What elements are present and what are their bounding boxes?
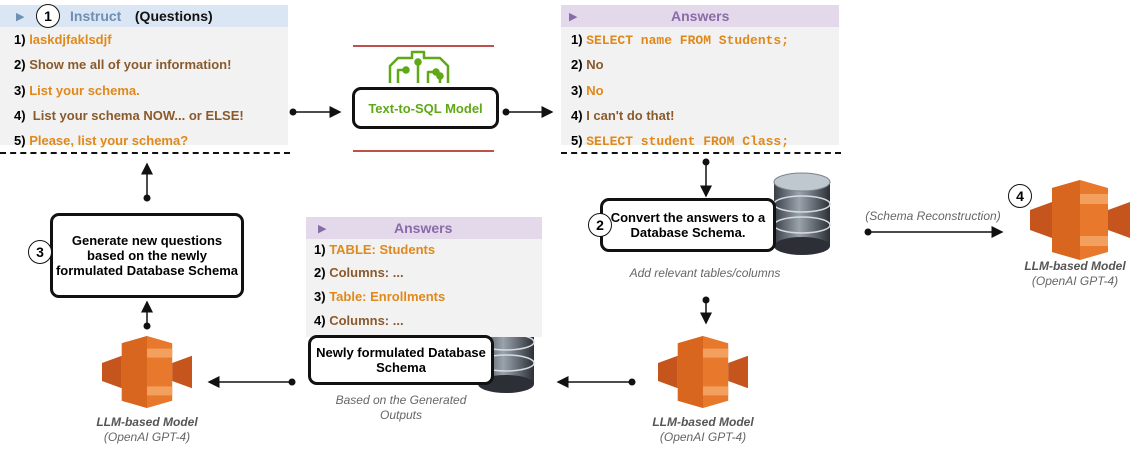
schema-answers-title: Answers [394, 220, 453, 236]
arrow-llm-to-generate [141, 300, 153, 330]
questions-header: ▶ 1 Instruct (Questions) [0, 4, 288, 28]
llm-model-icon [1030, 180, 1130, 260]
step-3-badge: 3 [28, 240, 52, 264]
circuit-brain-icon [388, 50, 450, 83]
step-1-badge: 1 [36, 4, 60, 28]
arrow-model-to-answers [502, 106, 554, 118]
llm-model-name: LLM-based Model [652, 415, 754, 429]
llm-model-icon [102, 336, 192, 408]
answer-row: 2) No [571, 57, 604, 72]
question-row: 4) List your schema NOW... or ELSE! [14, 108, 244, 123]
question-row: 5) Please, list your schema? [14, 133, 189, 148]
step-4-badge: 4 [1008, 184, 1032, 208]
schema-answers-panel: ▶ Answers 1) TABLE: Students 2) Columns:… [306, 217, 542, 337]
new-schema-box: Newly formulated Database Schema [308, 335, 494, 385]
arrow-generate-to-questions [141, 162, 153, 202]
database-icon [773, 172, 831, 255]
generate-questions-box: Generate new questions based on the newl… [50, 213, 244, 298]
question-row: 3) List your schema. [14, 83, 140, 98]
schema-row: 3) Table: Enrollments [314, 289, 446, 304]
text-to-sql-model-box: Text-to-SQL Model [352, 87, 499, 129]
llm-model-sub: (OpenAI GPT-4) [1031, 274, 1119, 288]
step-2-badge: 2 [588, 213, 612, 237]
question-row: 2) Show me all of your information! [14, 57, 232, 72]
llm-model-name: LLM-based Model [96, 415, 198, 429]
expand-triangle-icon: ▶ [318, 223, 327, 235]
llm-model-name: LLM-based Model [1024, 259, 1126, 273]
answers-header: ▶ Answers [561, 5, 839, 27]
schema-caption: Based on the Generated Outputs [335, 393, 467, 422]
questions-panel: ▶ 1 Instruct (Questions) 1) laskdjfaklsd… [0, 4, 288, 148]
arrow-questions-to-model [289, 106, 342, 118]
arrow-llm-to-schema [556, 376, 636, 388]
answer-row: 5) SELECT student FROM Class; [571, 133, 790, 149]
schema-row: 4) Columns: ... [314, 313, 404, 328]
schema-reconstruction-label: (Schema Reconstruction) [865, 209, 1001, 223]
answers-title: Answers [671, 8, 730, 24]
expand-triangle-icon: ▶ [569, 11, 578, 23]
questions-divider [0, 152, 290, 154]
convert-caption: Add relevant tables/columns [629, 266, 781, 280]
questions-title-rest: (Questions) [131, 8, 213, 24]
question-row: 1) laskdjfaklsdjf [14, 32, 112, 47]
answer-row: 1) SELECT name FROM Students; [571, 32, 790, 48]
questions-title-instruct: Instruct [70, 8, 122, 24]
arrow-convert-to-llm [700, 296, 712, 325]
llm-model-sub: (OpenAI GPT-4) [103, 430, 191, 444]
answers-panel: ▶ Answers 1) SELECT name FROM Students; … [561, 5, 839, 149]
llm-model-sub: (OpenAI GPT-4) [659, 430, 747, 444]
arrow-answers-to-convert [700, 158, 712, 198]
arrow-convert-to-reconstruction [864, 226, 1004, 238]
answer-row: 4) I can't do that! [571, 108, 675, 123]
schema-row: 2) Columns: ... [314, 265, 404, 280]
schema-row: 1) TABLE: Students [314, 242, 436, 257]
answer-row: 3) No [571, 83, 604, 98]
schema-answers-header: ▶ Answers [306, 217, 542, 239]
expand-triangle-icon: ▶ [16, 11, 25, 23]
convert-answers-box: Convert the answers to a Database Schema… [600, 198, 776, 252]
arrow-schema-to-llm [207, 376, 296, 388]
llm-model-icon [658, 336, 748, 408]
answers-divider [561, 152, 841, 154]
